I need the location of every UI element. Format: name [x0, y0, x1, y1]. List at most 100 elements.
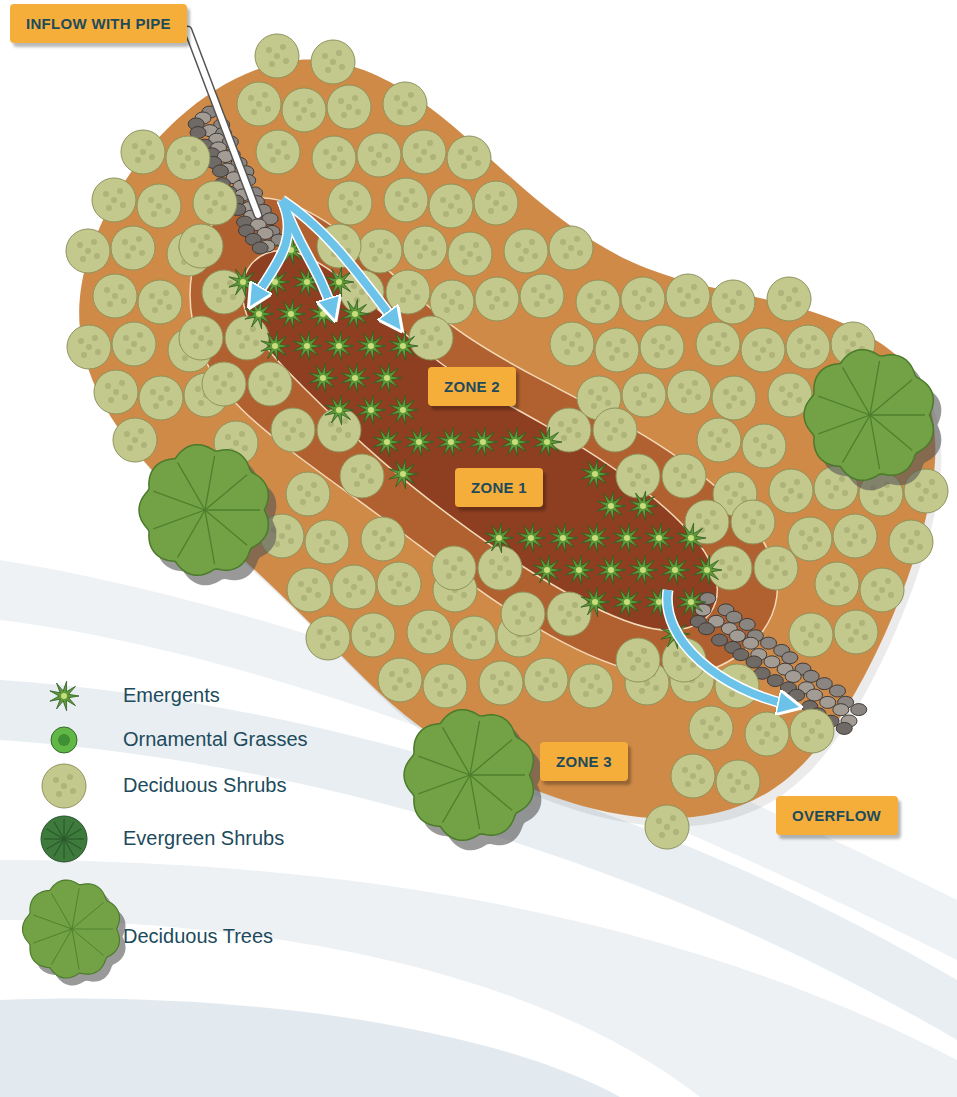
- shrub-plant: [621, 277, 665, 321]
- emergent-plant: [597, 555, 626, 585]
- shrub-plant: [786, 325, 830, 369]
- emergent-plant: [309, 363, 338, 393]
- shrub-plant: [383, 82, 427, 126]
- rock: [785, 670, 801, 682]
- tree-legend-icon: [23, 880, 126, 985]
- label-box: OVERFLOW: [776, 796, 898, 835]
- shrub-plant: [889, 520, 933, 564]
- emergent-plant: [389, 459, 418, 489]
- shrub-plant: [815, 562, 859, 606]
- zone-label: ZONE 2: [444, 378, 500, 395]
- shrub-plant: [402, 130, 446, 174]
- shrub-plant: [671, 754, 715, 798]
- zone-label: OVERFLOW: [792, 807, 882, 824]
- shrub-plant: [666, 274, 710, 318]
- zone-label: ZONE 1: [471, 479, 527, 496]
- emergent-plant: [581, 523, 610, 553]
- shrub-plant: [121, 130, 165, 174]
- shrub-plant: [286, 472, 330, 516]
- emergent-plant: [581, 459, 610, 489]
- shrub-plant: [429, 184, 473, 228]
- rock: [729, 630, 745, 642]
- shrub-plant: [179, 316, 223, 360]
- plants: [66, 34, 948, 850]
- shrub-plant: [452, 616, 496, 660]
- shrub-plant: [696, 322, 740, 366]
- shrub-plant: [112, 322, 156, 366]
- rock: [851, 704, 867, 716]
- grass-legend-icon: [51, 727, 77, 753]
- shrub-plant: [312, 136, 356, 180]
- rock: [739, 618, 755, 630]
- rock: [761, 637, 777, 649]
- shrub-plant: [407, 610, 451, 654]
- emergent-plant: [597, 491, 626, 521]
- emergent-plant: [357, 331, 386, 361]
- emergent-plant: [565, 555, 594, 585]
- emergent-plant: [501, 427, 530, 457]
- deciduous-tree: [139, 445, 276, 586]
- rock: [767, 675, 783, 687]
- emergent-plant: [405, 427, 434, 457]
- shrub-plant: [351, 613, 395, 657]
- shrub-plant: [66, 229, 110, 273]
- shrub-plant: [378, 658, 422, 702]
- legend-label: Ornamental Grasses: [123, 728, 308, 751]
- shrub-plant: [697, 418, 741, 462]
- flow-arrow-outline: [282, 200, 395, 322]
- shrub-plant: [479, 661, 523, 705]
- shrub-plant: [305, 520, 349, 564]
- shrub-plant: [137, 184, 181, 228]
- label-box: ZONE 1: [455, 468, 543, 507]
- shrub-plant: [111, 226, 155, 270]
- shrub-plant: [576, 280, 620, 324]
- shrub-plant: [448, 232, 492, 276]
- shrub-plant: [520, 274, 564, 318]
- emergent-plant: [293, 331, 322, 361]
- emergent-legend-icon: [50, 681, 79, 711]
- emergent-plant: [645, 523, 674, 553]
- shrub-plant: [94, 370, 138, 414]
- legend-label: Emergents: [123, 684, 220, 707]
- label-box: ZONE 2: [428, 367, 516, 406]
- shrub-legend-icon: [42, 764, 86, 808]
- shrub-plant: [640, 325, 684, 369]
- shrub-plant: [327, 85, 371, 129]
- shrub-plant: [593, 408, 637, 452]
- rock: [212, 165, 228, 177]
- label-box: ZONE 3: [540, 742, 628, 781]
- shrub-plant: [423, 664, 467, 708]
- rock: [743, 637, 759, 649]
- shrub-plant: [138, 280, 182, 324]
- background-swoosh: [0, 998, 620, 1097]
- emergent-plant: [325, 331, 354, 361]
- emergent-plant: [389, 331, 418, 361]
- rock: [746, 656, 762, 668]
- emergent-plant: [661, 555, 690, 585]
- shrub-plant: [202, 362, 246, 406]
- shrub-plant: [662, 454, 706, 498]
- shrub-plant: [788, 517, 832, 561]
- deciduous-tree: [404, 710, 541, 851]
- zone-label: INFLOW WITH PIPE: [26, 15, 171, 32]
- emergent-plant: [485, 523, 514, 553]
- shrub-plant: [271, 408, 315, 452]
- shrub-plant: [361, 517, 405, 561]
- shrub-plant: [711, 280, 755, 324]
- emergent-plant: [629, 555, 658, 585]
- legend-icons: [23, 681, 126, 985]
- rock: [789, 689, 805, 701]
- flow-arrow-outline: [667, 590, 790, 705]
- shrub-plant: [113, 418, 157, 462]
- shrub-plant: [616, 638, 660, 682]
- emergent-plant: [341, 299, 370, 329]
- deciduous-tree: [804, 350, 941, 491]
- emergent-plant: [373, 363, 402, 393]
- shrub-plant: [550, 322, 594, 366]
- shrub-plant: [474, 181, 518, 225]
- flow-arrow: [667, 590, 790, 705]
- shrub-plant: [447, 136, 491, 180]
- rock: [698, 623, 714, 635]
- shrub-plant: [524, 658, 568, 702]
